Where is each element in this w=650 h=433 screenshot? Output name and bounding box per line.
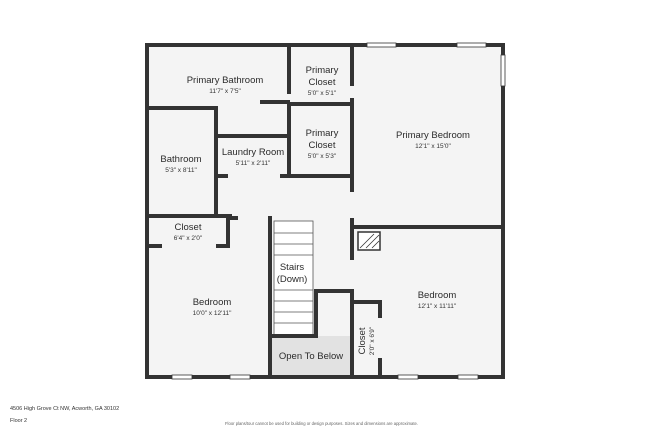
bedroom-left-label: Bedroom <box>193 297 232 308</box>
stairs-label-2: (Down) <box>277 274 308 285</box>
bathroom-label: Bathroom <box>160 154 201 165</box>
primary-closet-top-label-2: Closet <box>309 77 336 88</box>
laundry-room-dims: 5'11" x 2'11" <box>236 160 271 167</box>
hatched-column <box>357 231 381 251</box>
property-address: 4506 High Grove Ct NW, Acworth, GA 30102 <box>10 406 120 412</box>
closet-left-dims: 6'4" x 2'0" <box>174 235 203 242</box>
primary-bedroom-label: Primary Bedroom <box>396 130 470 141</box>
closet-left-label: Closet <box>175 222 202 233</box>
disclaimer-text: Floor plans/tour cannot be used for buil… <box>225 421 418 426</box>
laundry-room-label: Laundry Room <box>222 147 284 158</box>
bedroom-left-dims: 10'0" x 12'11" <box>193 310 232 317</box>
stairs-label-1: Stairs <box>280 262 305 273</box>
open-to-below-label: Open To Below <box>279 351 343 362</box>
bathroom-dims: 5'3" x 8'11" <box>165 167 197 174</box>
closet-right-label: Closet <box>357 327 368 354</box>
windows <box>171 42 506 380</box>
primary-closet-mid-dims: 5'0" x 5'3" <box>308 153 337 160</box>
primary-closet-top-dims: 5'0" x 5'1" <box>308 90 337 97</box>
bedroom-right-dims: 12'1" x 11'11" <box>418 303 457 310</box>
floor-label: Floor 2 <box>10 418 28 424</box>
walls <box>145 43 505 379</box>
primary-bathroom-dims: 11'7" x 7'5" <box>209 88 241 95</box>
open-to-below-area <box>271 336 352 376</box>
floor-area <box>147 45 503 377</box>
primary-closet-top-label-1: Primary <box>306 65 339 76</box>
bedroom-right-label: Bedroom <box>418 290 457 301</box>
primary-closet-mid-label-1: Primary <box>306 128 339 139</box>
primary-bathroom-label: Primary Bathroom <box>187 75 264 86</box>
closet-right-dims: 2'0" x 6'9" <box>369 326 376 355</box>
primary-closet-mid-label-2: Closet <box>309 140 336 151</box>
primary-bedroom-dims: 12'1" x 15'0" <box>415 143 451 150</box>
